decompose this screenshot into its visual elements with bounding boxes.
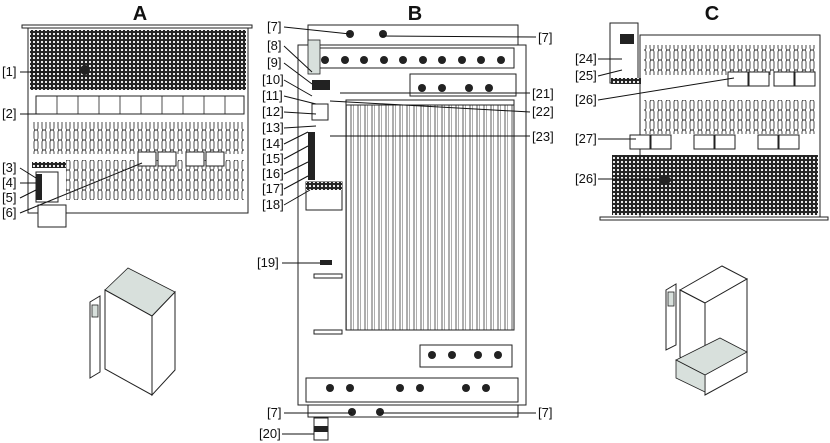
callout-21: [21] <box>532 86 554 101</box>
heat-sink <box>345 104 515 331</box>
callout-6: [6] <box>2 205 16 220</box>
part-9 <box>312 80 330 90</box>
callout-16: [16] <box>262 166 284 181</box>
callout-7-bottom-right: [7] <box>538 405 552 420</box>
callout-5: [5] <box>2 190 16 205</box>
callout-17: [17] <box>262 181 284 196</box>
callout-10: [10] <box>262 72 284 87</box>
callout-19: [19] <box>257 255 279 270</box>
terminals-27-row <box>629 134 800 150</box>
bottom-busbar <box>307 404 519 418</box>
part-12 <box>311 103 329 121</box>
ventilation-grille <box>30 30 246 90</box>
part-3-5 <box>36 174 42 200</box>
power-terminals-a <box>137 151 225 167</box>
callout-12: [12] <box>262 104 284 119</box>
callout-13: [13] <box>262 120 284 135</box>
callout-7-top-right: [7] <box>538 30 552 45</box>
callout-23: [23] <box>532 129 554 144</box>
cooling-fins-c-upper <box>644 45 816 75</box>
motor-terminals-bottom <box>305 377 519 403</box>
callout-15: [15] <box>262 151 284 166</box>
ac-terminals-upper <box>409 73 517 97</box>
callout-9: [9] <box>267 55 281 70</box>
callout-20: [20] <box>259 426 281 441</box>
callout-3: [3] <box>2 160 16 175</box>
bottom-bracket <box>37 204 67 228</box>
callout-11: [11] <box>262 88 283 103</box>
callout-1: [1] <box>2 64 16 79</box>
cooling-fins-upper <box>32 122 244 154</box>
view-c-title: C <box>705 3 719 25</box>
view-b: B <box>257 3 554 441</box>
cooling-fins-c-lower <box>644 100 816 134</box>
view-a: A [1] [2] [3] [4] <box>2 3 253 397</box>
callout-24: [24] <box>575 51 597 66</box>
part-15 <box>308 132 315 180</box>
callout-25: [25] <box>575 68 597 83</box>
part-8 <box>307 39 321 75</box>
view-a-title: A <box>133 3 147 25</box>
view-b-title: B <box>408 3 422 25</box>
connector-strip <box>32 162 66 168</box>
part-22 <box>345 99 515 106</box>
part-19 <box>320 260 332 265</box>
isometric-view-c <box>665 265 749 396</box>
cooling-fins-lower <box>66 160 244 200</box>
callout-7-bottom-left: [7] <box>267 405 281 420</box>
callout-22: [22] <box>532 104 554 119</box>
terminal-row <box>35 95 245 115</box>
part-26-lower <box>659 176 671 184</box>
view-c: C [24] [25] [26] [27] [26] <box>575 3 829 396</box>
callout-18: [18] <box>262 197 284 212</box>
control-module-c <box>609 22 639 84</box>
isometric-view-a <box>89 267 176 397</box>
ventilation-grille-c <box>612 155 818 215</box>
ac-terminals-lower <box>419 344 513 368</box>
callout-7-top-left: [7] <box>267 19 281 34</box>
callout-26-lower: [26] <box>575 171 597 186</box>
terminals-26-row <box>727 71 816 87</box>
callout-4: [4] <box>2 175 16 190</box>
callout-14: [14] <box>262 136 284 151</box>
part-1 <box>80 65 90 75</box>
callout-8: [8] <box>267 38 281 53</box>
callout-2: [2] <box>2 106 16 121</box>
dc-terminals-top <box>317 30 515 69</box>
callout-26-upper: [26] <box>575 92 597 107</box>
callout-27: [27] <box>575 131 597 146</box>
bottom-flange <box>599 216 829 221</box>
